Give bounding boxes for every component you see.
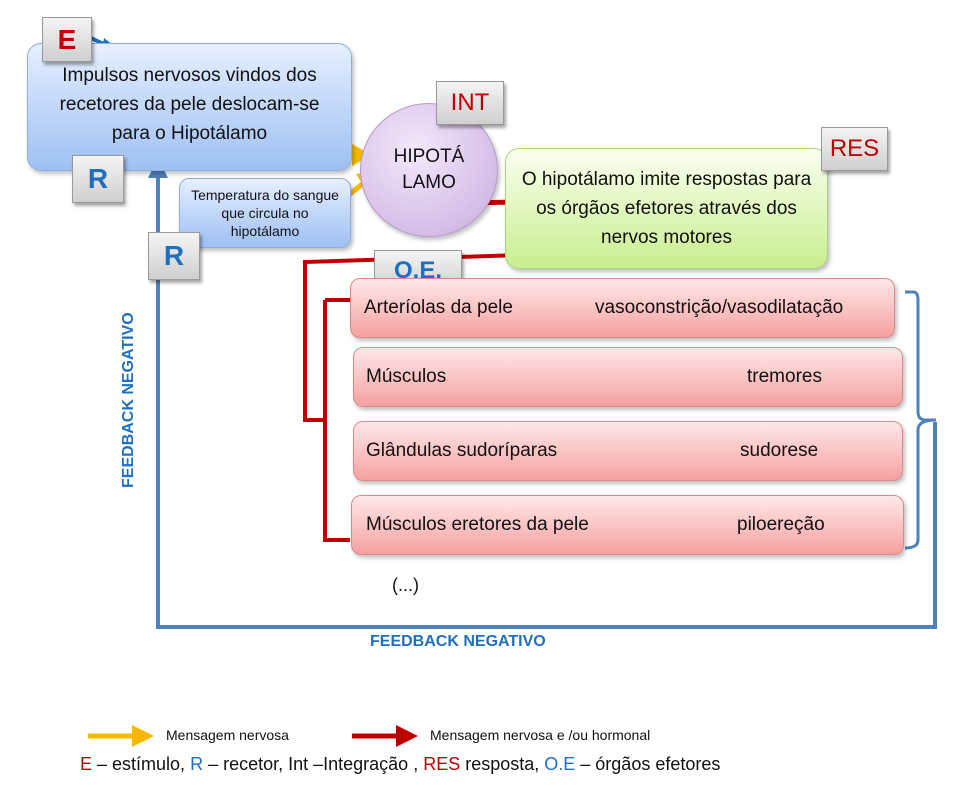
legend-nervous-label: Mensagem nervosa xyxy=(166,727,289,743)
effector-row-arterioles xyxy=(350,278,895,338)
feedback-label-horizontal: FEEDBACK NEGATIVO xyxy=(370,633,546,650)
right-bracket-bottom xyxy=(904,418,937,550)
effector-effect-1: vasoconstrição/vasodilatação xyxy=(595,297,844,318)
receptor-tag-1: R xyxy=(72,155,124,203)
legend-key-res-text: resposta, xyxy=(460,754,545,774)
effector-organ-3: Glândulas sudoríparas xyxy=(366,440,558,461)
response-tag: RES xyxy=(821,127,888,171)
receptor-tag-2: R xyxy=(148,232,200,280)
feedback-label-vertical: FEEDBACK NEGATIVO xyxy=(120,312,137,488)
feedback-loop-line xyxy=(156,175,937,629)
right-bracket-top xyxy=(905,290,936,422)
blood-temperature-text: Temperatura do sangue que circula no hip… xyxy=(191,187,339,239)
effector-row-erector-muscles xyxy=(351,495,904,555)
stimulus-tag: E xyxy=(42,17,92,62)
legend-nervous-arrow-head xyxy=(132,725,154,747)
effector-row-muscles xyxy=(353,347,903,407)
effector-effect-4: piloereção xyxy=(737,514,825,535)
effector-organ-2: Músculos xyxy=(366,366,447,387)
legend-hormonal-arrow-head xyxy=(396,725,418,747)
hypothalamus-circle: HIPOTÁ LAMO xyxy=(360,103,498,237)
effector-effect-2: tremores xyxy=(747,366,822,387)
legend-key-res: RES xyxy=(423,754,461,774)
ellipsis-text: (...) xyxy=(392,575,419,595)
response-bracket xyxy=(303,253,521,542)
effector-organ-1: Arteríolas da pele xyxy=(364,297,513,318)
legend-hormonal-label: Mensagem nervosa e /ou hormonal xyxy=(430,727,651,743)
legend-key-e: E xyxy=(80,754,93,774)
legend-key-e-text: – estímulo, xyxy=(92,754,191,774)
legend-key-oe-text: – órgãos efetores xyxy=(575,754,721,774)
response-box: O hipotálamo imite respostas para os órg… xyxy=(505,148,828,269)
legend-key-oe: O.E xyxy=(544,754,576,774)
receptor-impulse-box: Impulsos nervosos vindos dos recetores d… xyxy=(27,43,352,171)
response-text: O hipotálamo imite respostas para os órg… xyxy=(521,169,812,248)
integration-tag: INT xyxy=(436,81,504,125)
effector-organ-4: Músculos eretores da pele xyxy=(366,514,589,535)
legend-key-line: E – estímulo, R – recetor, Int –Integraç… xyxy=(80,754,720,775)
legend-key-r: R xyxy=(190,754,204,774)
receptor-impulse-text: Impulsos nervosos vindos dos recetores d… xyxy=(59,64,320,144)
effector-row-sweat-glands xyxy=(353,421,903,481)
hypothalamus-label: HIPOTÁ LAMO xyxy=(393,146,465,193)
effector-effect-3: sudorese xyxy=(740,440,819,461)
blood-temperature-box: Temperatura do sangue que circula no hip… xyxy=(179,178,351,248)
legend-key-r-text: – recetor, Int –Integração , xyxy=(203,754,424,774)
